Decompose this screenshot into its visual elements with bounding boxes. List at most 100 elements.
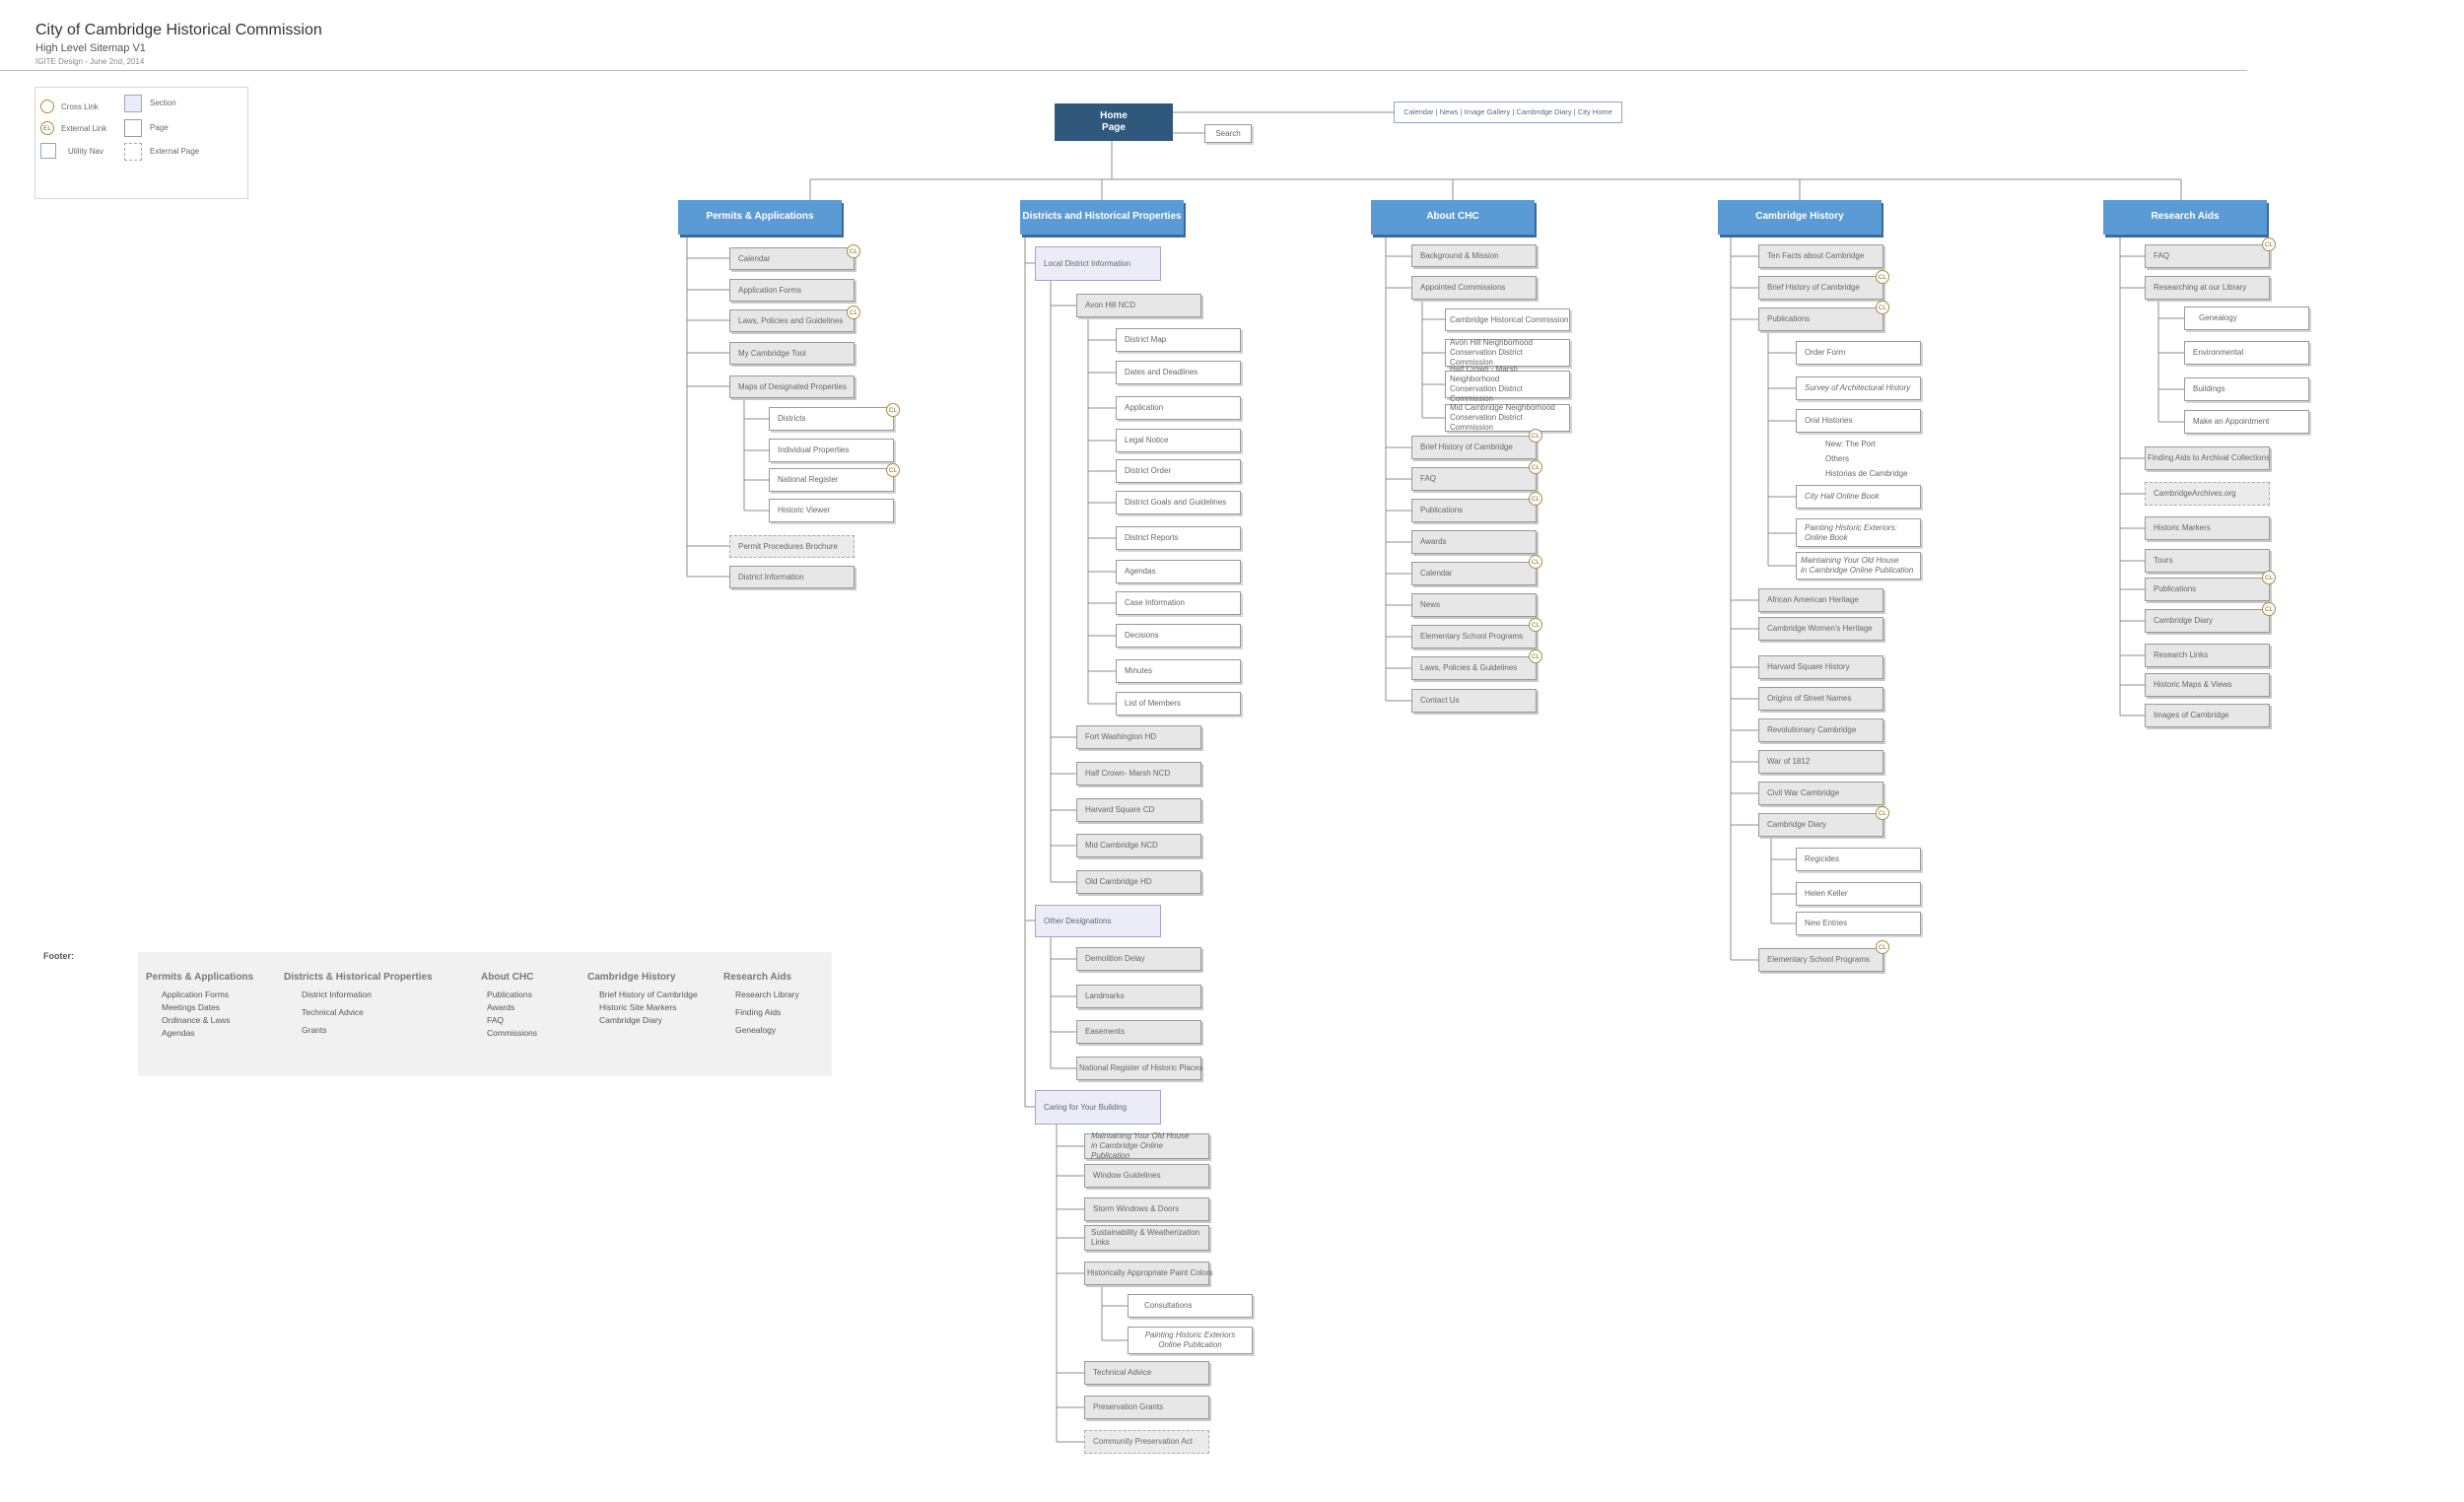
page-node[interactable]: Easements — [1076, 1020, 1201, 1044]
page-node[interactable]: FAQ — [1411, 467, 1537, 491]
utility-nav-node[interactable]: Calendar | News | Image Gallery | Cambri… — [1394, 102, 1622, 123]
page-node[interactable]: Laws, Policies & Guidelines — [1411, 656, 1537, 680]
page-node[interactable]: City Hall Online Book — [1796, 485, 1921, 509]
page-node[interactable]: Technical Advice — [1084, 1361, 1209, 1385]
page-node[interactable]: Survey of Architectural History — [1796, 376, 1921, 400]
footer-link[interactable]: Meetings Dates — [162, 1002, 221, 1012]
page-node[interactable]: Genealogy — [2184, 307, 2309, 330]
footer-link[interactable]: Historic Site Markers — [599, 1002, 677, 1012]
page-node[interactable]: Maps of Designated Properties — [729, 376, 855, 398]
oral-history-item[interactable]: Others — [1825, 454, 1850, 463]
page-node[interactable]: Origins of Street Names — [1758, 687, 1883, 711]
page-node[interactable]: War of 1812 — [1758, 750, 1883, 774]
section-permits[interactable]: Permits & Applications — [678, 200, 842, 235]
oral-history-item[interactable]: New: The Port — [1825, 440, 1876, 448]
page-node[interactable]: Publications — [2145, 578, 2270, 601]
footer-link[interactable]: District Information — [302, 990, 372, 999]
page-node[interactable]: Districts — [769, 407, 894, 431]
page-node[interactable]: Elementary School Programs — [1758, 948, 1883, 972]
page-node[interactable]: Revolutionary Cambridge — [1758, 718, 1883, 742]
page-node[interactable]: Application — [1116, 396, 1241, 420]
section-node[interactable]: Local District Information — [1035, 246, 1161, 281]
page-node[interactable]: Historic Viewer — [769, 499, 894, 522]
page-node[interactable]: Fort Washington HD — [1076, 725, 1201, 749]
page-node[interactable]: Civil War Cambridge — [1758, 782, 1883, 805]
page-node[interactable]: List of Members — [1116, 692, 1241, 716]
page-node[interactable]: Agendas — [1116, 560, 1241, 583]
page-node[interactable]: Minutes — [1116, 659, 1241, 683]
page-node[interactable]: Research Links — [2145, 644, 2270, 667]
page-node[interactable]: Regicides — [1796, 848, 1921, 871]
page-node[interactable]: District Order — [1116, 459, 1241, 483]
page-node[interactable]: Environmental — [2184, 341, 2309, 365]
page-node[interactable]: National Register of Historic Places — [1076, 1057, 1202, 1080]
page-node[interactable]: Order Form — [1796, 341, 1921, 365]
page-node[interactable]: Brief History of Cambridge — [1411, 436, 1537, 459]
page-node[interactable]: Maintaining Your Old House in Cambridge … — [1796, 552, 1921, 580]
page-node[interactable]: New Entries — [1796, 912, 1921, 935]
footer-link[interactable]: Brief History of Cambridge — [599, 990, 698, 999]
page-node[interactable]: Painting Historic Exteriors Online Publi… — [1128, 1327, 1253, 1354]
page-node[interactable]: National Register — [769, 468, 894, 492]
footer-link[interactable]: Publications — [487, 990, 532, 999]
page-node[interactable]: Brief History of Cambridge — [1758, 276, 1883, 300]
section-research[interactable]: Research Aids — [2103, 200, 2267, 235]
page-node[interactable]: African American Heritage — [1758, 588, 1883, 612]
page-node[interactable]: Individual Properties — [769, 439, 894, 462]
page-node[interactable]: Consultations — [1128, 1294, 1253, 1318]
page-node[interactable]: Demolition Delay — [1076, 947, 1201, 971]
page-node[interactable]: My Cambridge Tool — [729, 342, 855, 365]
footer-link[interactable]: Cambridge Diary — [599, 1015, 662, 1025]
page-node[interactable]: District Goals and Guidelines — [1116, 491, 1241, 514]
page-node[interactable]: Appointed Commissions — [1411, 276, 1537, 300]
page-node[interactable]: District Reports — [1116, 526, 1241, 550]
page-node[interactable]: Avon Hill NCD — [1076, 294, 1201, 317]
page-node[interactable]: Cambridge Diary — [2145, 609, 2270, 633]
section-districts[interactable]: Districts and Historical Properties — [1020, 200, 1184, 235]
search-page-node[interactable]: Search — [1204, 124, 1252, 143]
page-node[interactable]: Preservation Grants — [1084, 1396, 1209, 1419]
external-page-node[interactable]: CambridgeArchives.org — [2145, 482, 2270, 506]
page-node[interactable]: Cambridge Historical Commission — [1445, 308, 1570, 331]
page-node[interactable]: Finding Aids to Archival Collections — [2145, 446, 2270, 470]
external-page-node[interactable]: Permit Procedures Brochure — [729, 535, 855, 558]
section-node[interactable]: Caring for Your Building — [1035, 1090, 1161, 1125]
page-node[interactable]: News — [1411, 593, 1537, 617]
footer-link[interactable]: Genealogy — [735, 1025, 777, 1035]
page-node[interactable]: Contact Us — [1411, 689, 1537, 713]
page-node[interactable]: Dates and Deadlines — [1116, 361, 1241, 384]
external-page-node[interactable]: Community Preservation Act — [1084, 1430, 1209, 1454]
page-node[interactable]: Maintaining Your Old House in Cambridge … — [1084, 1131, 1209, 1160]
page-node[interactable]: Oral Histories — [1796, 409, 1921, 433]
page-node[interactable]: Landmarks — [1076, 985, 1201, 1008]
page-node[interactable]: Mid Cambridge Neighborhood Conservation … — [1445, 403, 1570, 432]
footer-link[interactable]: Agendas — [162, 1028, 195, 1038]
page-node[interactable]: Publications — [1758, 307, 1883, 331]
page-node[interactable]: Window Guidelines — [1084, 1164, 1209, 1188]
page-node[interactable]: Laws, Policies and Guidelines — [729, 309, 855, 332]
page-node[interactable]: Legal Notice — [1116, 429, 1241, 452]
footer-link[interactable]: Finding Aids — [735, 1007, 782, 1017]
footer-link[interactable]: Grants — [302, 1025, 327, 1035]
page-node[interactable]: Storm Windows & Doors — [1084, 1197, 1209, 1221]
page-node[interactable]: Old Cambridge HD — [1076, 870, 1201, 894]
footer-link[interactable]: Ordinance & Laws — [162, 1015, 231, 1025]
page-node[interactable]: Images of Cambridge — [2145, 704, 2270, 727]
section-node[interactable]: Other Designations — [1035, 905, 1161, 937]
page-node[interactable]: Cambridge Women's Heritage — [1758, 617, 1883, 641]
page-node[interactable]: District Information — [729, 566, 855, 588]
page-node[interactable]: Awards — [1411, 530, 1537, 554]
page-node[interactable]: FAQ — [2145, 244, 2270, 268]
page-node[interactable]: Historic Maps & Views — [2145, 673, 2270, 697]
page-node[interactable]: Case Information — [1116, 591, 1241, 615]
section-about[interactable]: About CHC — [1371, 200, 1535, 235]
page-node[interactable]: Painting Historic Exteriors: Online Book — [1796, 518, 1921, 547]
page-node[interactable]: Calendar — [1411, 562, 1537, 585]
page-node[interactable]: Harvard Square History — [1758, 655, 1883, 679]
page-node[interactable]: Avon Hill Neighborhood Conservation Dist… — [1445, 338, 1570, 367]
oral-history-item[interactable]: Historias de Cambridge — [1825, 469, 1908, 478]
section-history[interactable]: Cambridge History — [1718, 200, 1882, 235]
page-node[interactable]: Cambridge Diary — [1758, 813, 1883, 837]
page-node[interactable]: Make an Appointment — [2184, 410, 2309, 434]
page-node[interactable]: District Map — [1116, 328, 1241, 352]
